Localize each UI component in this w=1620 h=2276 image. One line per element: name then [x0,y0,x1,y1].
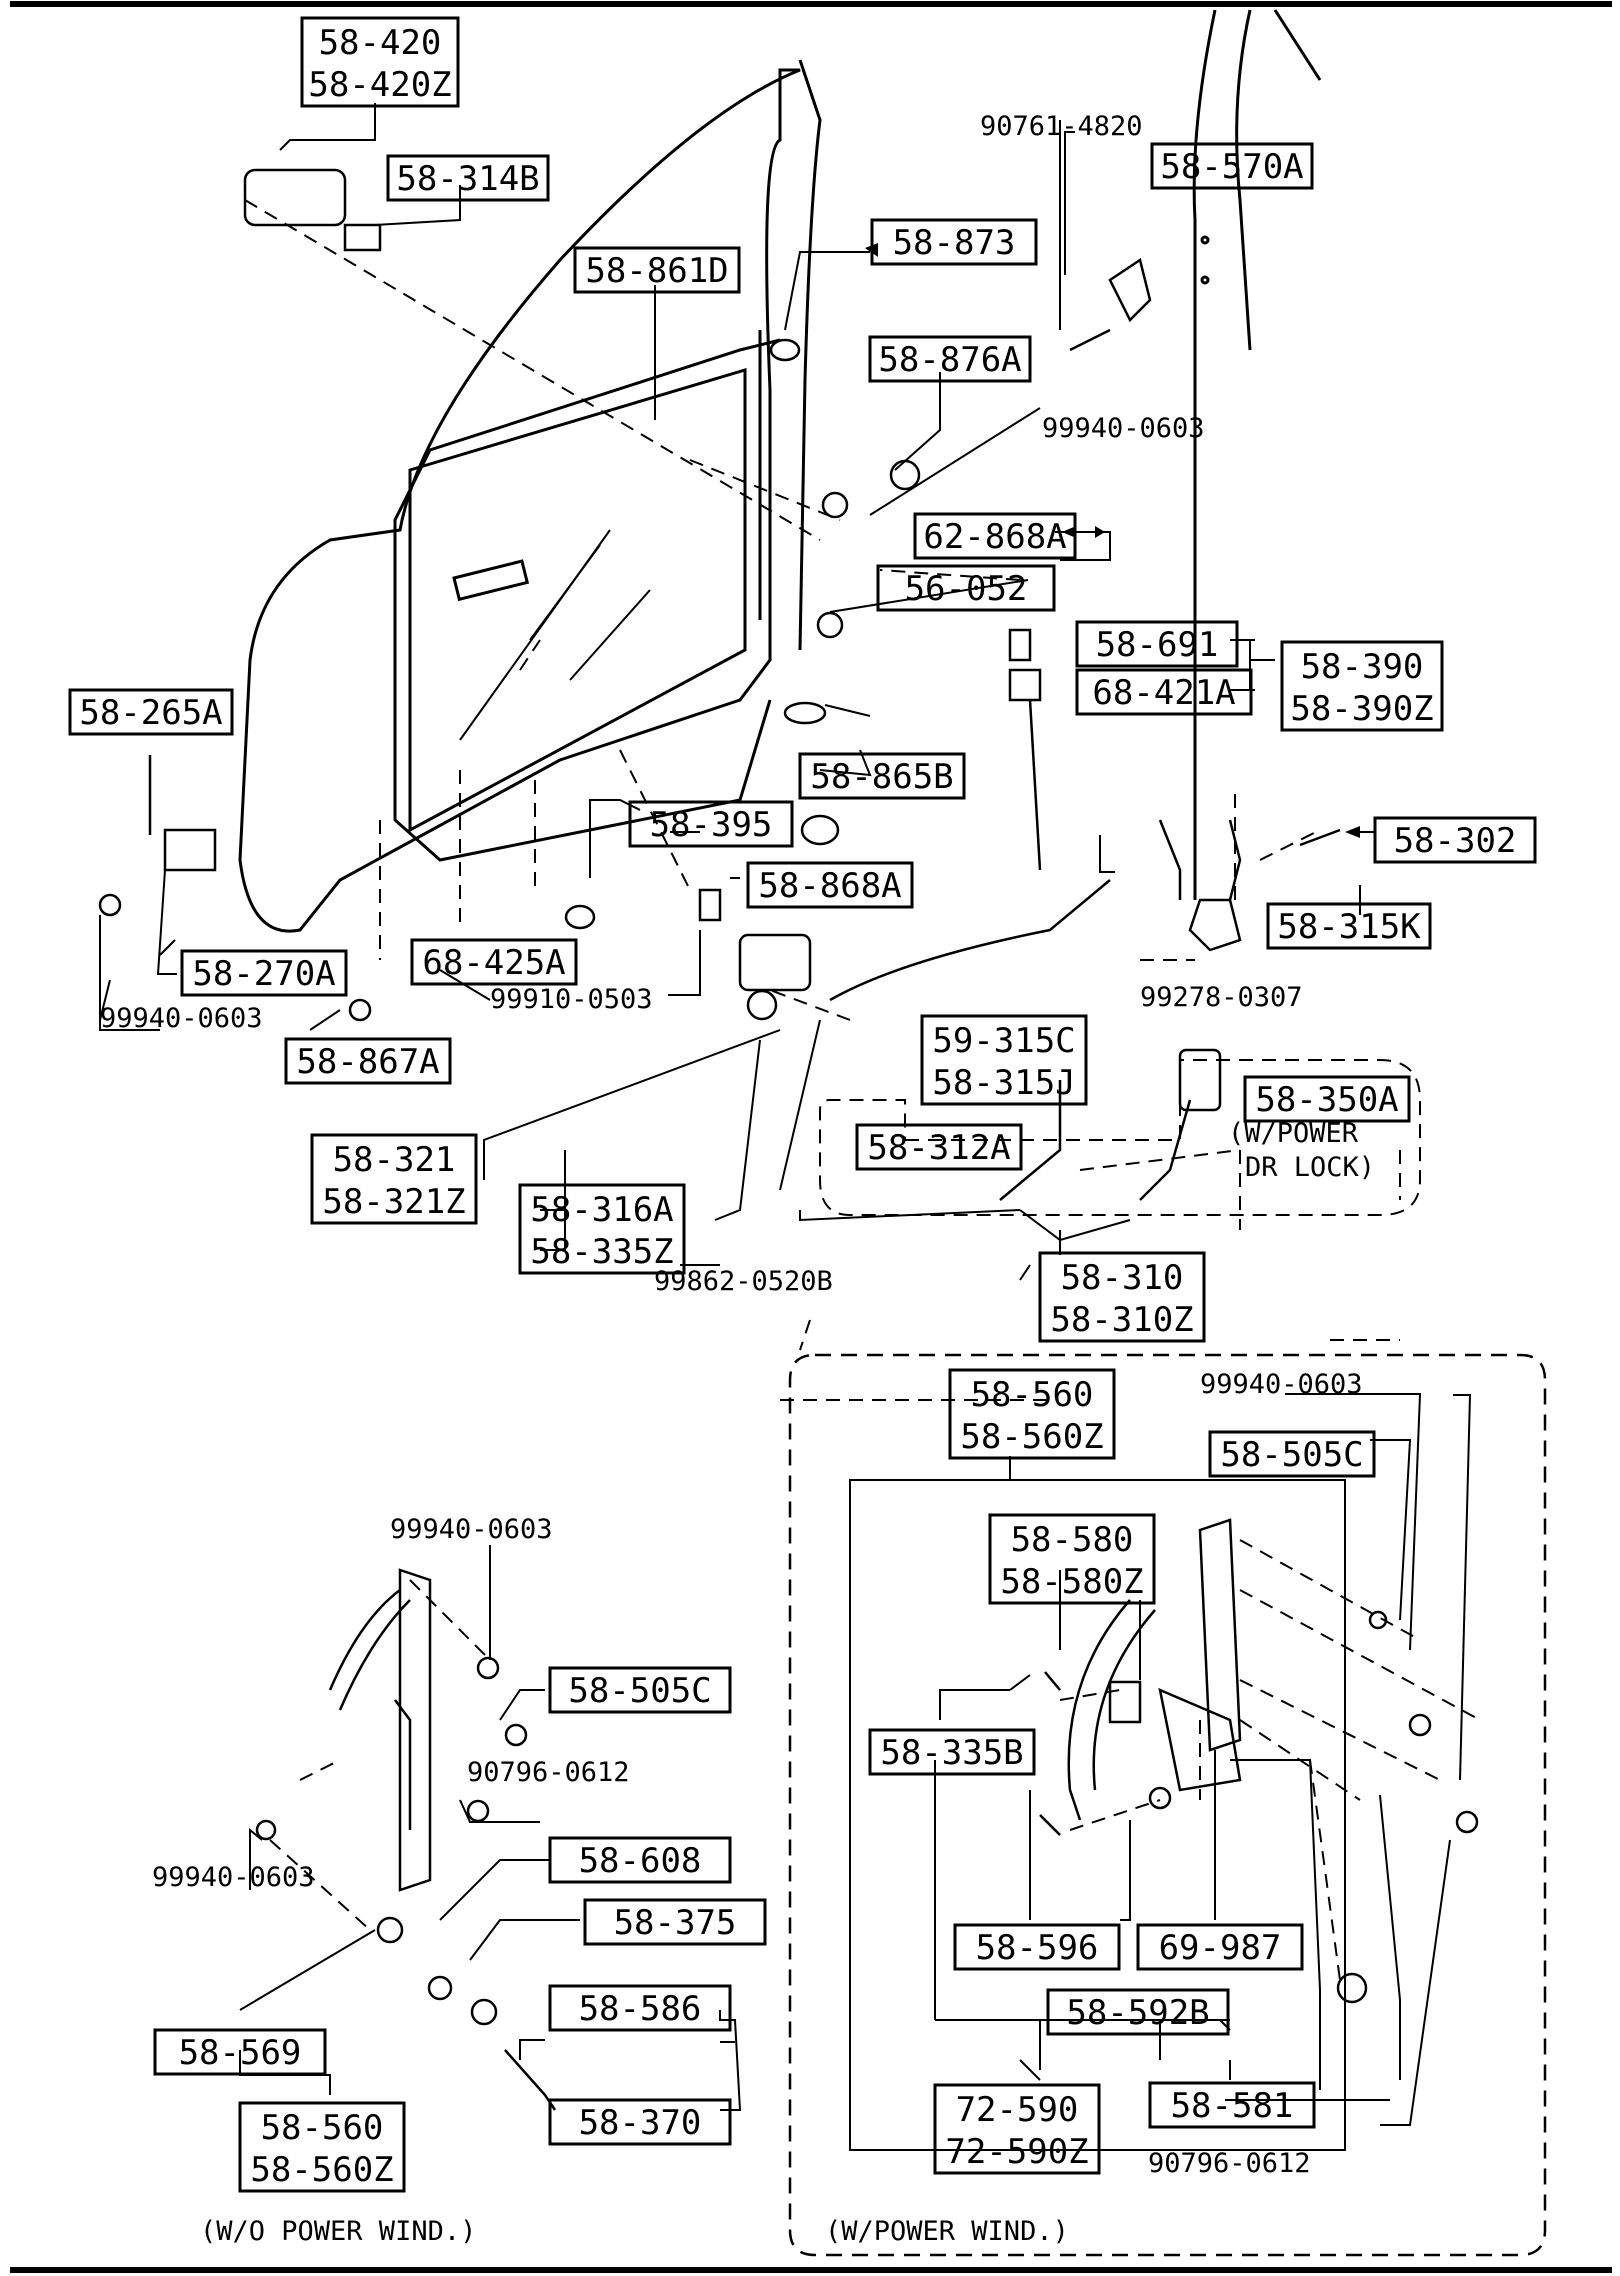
part-number: 99940-0603 [1200,1369,1363,1400]
part-number: 99940-0603 [152,1862,315,1893]
part-label: 58-420Z [308,65,451,105]
power-regulator-drawing [1039,1518,1479,2004]
part-label: 58-335Z [530,1232,673,1272]
part-label: 58-315K [1277,907,1421,947]
part-label: 58-321Z [322,1182,465,1222]
glass-reflection-lines [459,529,651,741]
part-label: 58-370 [579,2103,702,2143]
power-door-lock-note-line1: (W/POWER [1228,1118,1359,1149]
part-number: 90796-0612 [467,1757,630,1788]
part-number: 99278-0307 [1140,982,1303,1013]
part-number: 99862-0520B [654,1266,833,1297]
part-label: 58-867A [296,1042,439,1082]
part-label: 58-395 [650,805,773,845]
part-label: 68-421A [1092,673,1235,713]
manual-window-note: (W/O POWER WIND.) [200,2216,476,2247]
part-label: 58-505C [568,1671,711,1711]
part-label: 58-580Z [1000,1562,1143,1602]
door-shell-drawing [238,59,822,933]
part-label: 72-590Z [945,2132,1088,2172]
label-texts: 58-420 58-420Z 58-314B 58-861D 58-873 58… [79,23,1516,2190]
label-boxes [68,16,1537,2193]
part-label: 58-873 [893,223,1016,263]
part-label: 58-570A [1160,147,1303,187]
part-label: 58-312A [867,1128,1010,1168]
part-label: 69-987 [1159,1928,1282,1968]
power-door-lock-group-frame [819,1059,1421,1216]
part-number: 99910-0503 [490,984,653,1015]
part-label: 58-310 [1061,1258,1184,1298]
part-label: 58-560Z [250,2150,393,2190]
part-label: 62-868A [923,517,1066,557]
part-label: 59-315C [932,1021,1075,1061]
notes: (W/POWER DR LOCK) (W/POWER WIND.) (W/O P… [200,1118,1375,2247]
part-label: 56-052 [905,569,1028,609]
manual-regulator-drawing [255,1568,557,2111]
part-label: 58-560 [971,1375,1094,1415]
part-label: 58-592B [1066,1993,1209,2033]
part-label: 58-580 [1011,1520,1134,1560]
part-label: 58-302 [1394,821,1517,861]
dashed-leaders [244,199,1481,1981]
part-label: 58-420 [319,23,442,63]
part-label: 58-316A [530,1190,673,1230]
part-label: 58-505C [1220,1435,1363,1475]
part-label: 58-321 [333,1140,456,1180]
plain-part-numbers: 90761-4820 99940-0603 99278-0307 99910-0… [100,111,1363,2179]
part-label: 58-691 [1096,625,1219,665]
part-label: 58-560 [261,2108,384,2148]
part-label: 58-315J [932,1063,1075,1103]
part-label: 58-350A [1255,1080,1398,1120]
part-label: 58-310Z [1050,1300,1193,1340]
part-label: 58-314B [396,159,539,199]
part-number: 90761-4820 [980,111,1143,142]
power-door-lock-note-line2: DR LOCK) [1245,1152,1375,1183]
part-label: 72-590 [956,2090,1079,2130]
part-label: 58-270A [192,954,335,994]
part-label: 58-861D [585,251,728,291]
part-label: 58-375 [614,1903,737,1943]
part-label: 58-608 [579,1841,702,1881]
part-number: 90796-0612 [1148,2148,1311,2179]
part-label: 58-581 [1171,2086,1294,2126]
part-label: 58-586 [579,1989,702,2029]
part-number: 99940-0603 [1042,413,1205,444]
solid-leaders [99,103,1472,2151]
power-window-note: (W/POWER WIND.) [825,2216,1069,2247]
part-label: 58-868A [758,866,901,906]
part-label: 58-390 [1301,647,1424,687]
part-label: 58-560Z [960,1417,1103,1457]
part-number: 99940-0603 [100,1003,263,1034]
part-label: 58-335B [880,1733,1023,1773]
part-number: 99940-0603 [390,1514,553,1545]
part-label: 68-425A [422,943,565,983]
part-label: 58-865B [810,757,953,797]
part-label: 58-390Z [1290,689,1433,729]
part-label: 58-569 [179,2033,302,2073]
power-window-group-frame [788,1353,1547,2257]
part-label: 58-876A [878,340,1021,380]
part-label: 58-265A [79,693,222,733]
part-label: 58-596 [976,1928,1099,1968]
